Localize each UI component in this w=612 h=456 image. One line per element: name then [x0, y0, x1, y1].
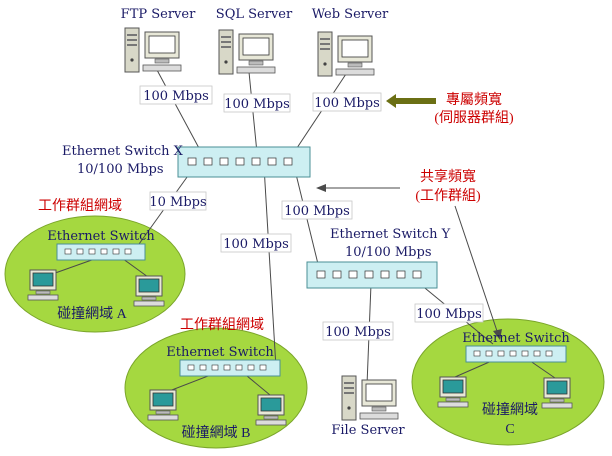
- pc-b-left-icon: [147, 389, 179, 421]
- domain-c-letter: C: [505, 422, 514, 437]
- domain-a-label: 碰撞網域 A: [57, 306, 127, 322]
- switch-y-speed: 10/100 Mbps: [345, 245, 432, 260]
- switch-c-name: Ethernet Switch: [462, 331, 570, 346]
- sql-speed-label: 100 Mbps: [224, 97, 290, 112]
- pc-a-left-icon: [27, 269, 59, 301]
- switch-b: [179, 359, 281, 377]
- switch-x-speed: 10/100 Mbps: [77, 162, 164, 177]
- file-speed-label: 100 Mbps: [325, 325, 391, 340]
- domain-c-label: 碰撞網域: [482, 402, 538, 418]
- sql-server-label: SQL Server: [216, 7, 293, 22]
- switch-x-name: Ethernet Switch X: [62, 144, 184, 159]
- dedicated-bandwidth-subtitle: (伺服器群組): [434, 110, 514, 126]
- switch-y: [306, 261, 438, 289]
- arrow-to-domain-c-head: [493, 329, 502, 340]
- pc-c-right-icon: [541, 377, 573, 409]
- switch-b-name: Ethernet Switch: [166, 345, 274, 360]
- web-server-icon: [317, 31, 375, 77]
- domain-b-label: 碰撞網域 B: [182, 425, 251, 441]
- switch-y-name: Ethernet Switch Y: [330, 227, 451, 242]
- shared-bandwidth-subtitle: (工作群組): [415, 188, 481, 204]
- pc-c-left-icon: [437, 376, 469, 408]
- speed-label-boxes: [139, 85, 484, 341]
- switch-c: [465, 345, 567, 363]
- arrow-to-domain-c: [454, 205, 499, 335]
- web-speed-label: 100 Mbps: [314, 96, 380, 111]
- workgroup-b-label: 工作群組網域: [180, 317, 264, 333]
- wgb-speed-label: 100 Mbps: [223, 237, 289, 252]
- ftp-server-label: FTP Server: [121, 7, 196, 22]
- web-server-label: Web Server: [312, 7, 389, 22]
- switch-y-speed-label: 100 Mbps: [284, 204, 350, 219]
- switch-a-name: Ethernet Switch: [47, 229, 155, 244]
- pc-a-right-icon: [133, 275, 165, 307]
- pc-b-right-icon: [255, 394, 287, 426]
- file-server-icon: [341, 375, 399, 421]
- dedicated-arrow: [386, 94, 436, 108]
- wgc-speed-label: 100 Mbps: [416, 307, 482, 322]
- ftp-server-icon: [124, 27, 182, 73]
- arrow-to-switch-x-head: [316, 184, 326, 192]
- workgroup-a-label: 工作群組網域: [38, 198, 122, 214]
- dedicated-bandwidth-title: 專屬頻寬: [446, 91, 502, 108]
- ftp-speed-label: 100 Mbps: [143, 89, 209, 104]
- sql-server-icon: [218, 29, 276, 75]
- shared-bandwidth-title: 共享頻寬: [420, 168, 476, 185]
- switch-a: [56, 243, 146, 261]
- switch-x: [177, 146, 311, 178]
- wga-speed-label: 10 Mbps: [149, 195, 206, 210]
- file-server-label: File Server: [331, 423, 405, 438]
